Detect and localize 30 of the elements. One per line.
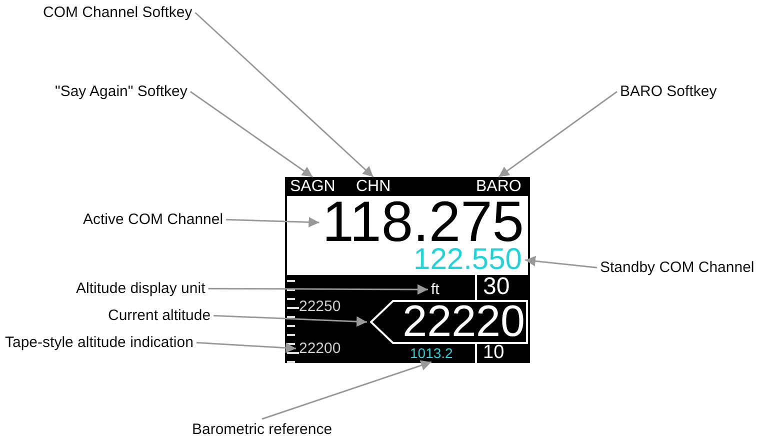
callout-label: Altitude display unit — [76, 280, 206, 298]
leader-line — [498, 91, 618, 178]
callout-label: Active COM Channel — [83, 211, 224, 228]
tape-value: 22200 — [299, 341, 341, 356]
altitude-pointer: 22220 — [370, 300, 528, 344]
leader-line — [226, 216, 320, 228]
leader-line — [190, 91, 314, 178]
leader-line — [196, 342, 296, 354]
drum-digits: 10 — [483, 343, 504, 362]
leader-line — [262, 360, 432, 420]
callout-label: Barometric reference — [192, 421, 332, 438]
callout-label: Tape-style altitude indication — [5, 334, 194, 352]
leader-line — [214, 314, 368, 327]
callout-label: COM Channel Softkey — [43, 4, 192, 22]
display-screen — [285, 177, 530, 363]
callout-label: Current altitude — [108, 307, 211, 324]
callout-label: BARO Softkey — [620, 83, 717, 100]
callout-label: "Say Again" Softkey — [55, 83, 188, 100]
leader-line — [194, 12, 374, 178]
leader-line — [208, 284, 428, 295]
unit-label: ft — [431, 282, 440, 297]
softkey-label: CHN — [356, 179, 391, 195]
callout-label: Standby COM Channel — [600, 259, 754, 276]
frequency-readout: 122.550 — [414, 245, 522, 275]
baro-setting-readout: 1013.2 — [410, 346, 453, 360]
softkey-label: BARO — [476, 179, 522, 195]
tape-value: 22250 — [299, 299, 341, 314]
softkey-label: SAGN — [290, 179, 336, 195]
drum-digits: 30 — [483, 275, 510, 299]
leader-line — [524, 256, 598, 268]
